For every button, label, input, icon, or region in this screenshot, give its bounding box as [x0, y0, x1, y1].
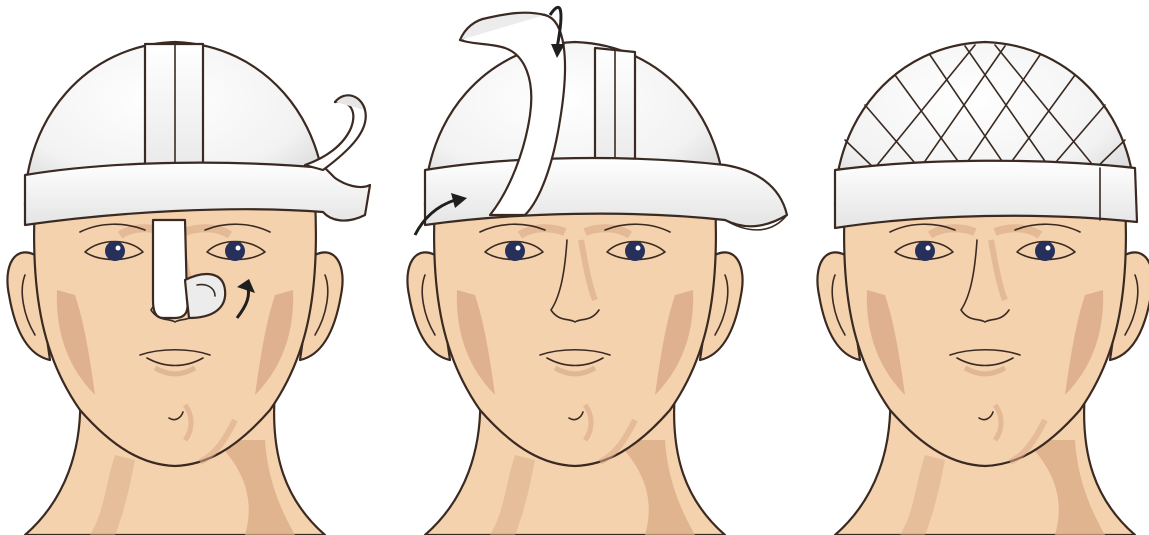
step-2-panel — [407, 7, 787, 535]
hanging-strap — [153, 220, 188, 318]
step-1-panel — [7, 42, 370, 535]
step-3-panel — [817, 42, 1149, 535]
